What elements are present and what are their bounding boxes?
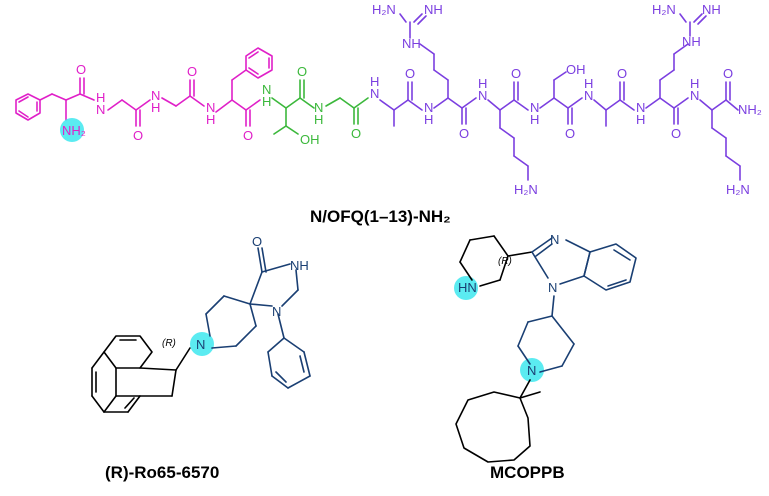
residue-phe1 [15,93,81,121]
ro65-stereo-label: (R) [162,338,176,349]
ro65-piperidine-n: N [196,337,205,352]
ala7-amide-n: N [370,86,379,101]
peptide-structure: NH₂ O N H O N H O [15,2,762,226]
arg12-guanidine-h2n: H₂N [652,2,676,17]
arg8-amide-n: N [424,100,433,115]
peptide-caption: N/OFQ(1–13)-NH₂ [310,207,451,226]
ala11-amide-h: H [584,76,593,91]
gly3-carbonyl-o: O [187,64,197,79]
ro65-n-highlight [190,332,214,356]
arg8-guanidine-h2n: H₂N [372,2,396,17]
arg12-amide-n: N [636,100,645,115]
ala11-carbonyl-o: O [617,66,627,81]
ro65-carbonyl-o: O [252,234,262,249]
ser10-amide-h: H [530,112,539,127]
mcoppb-piperidinyl-n: N [527,363,536,378]
arg8-guanidine-nh: NH [402,36,421,51]
thr5-hydroxyl: OH [300,132,320,147]
phe1-amide-n: N [96,102,105,117]
phe4-amide-h: H [206,112,215,127]
residue-phe4 [215,47,273,127]
arg8-carbonyl-o: O [459,126,469,141]
n-terminal-amine-label: NH₂ [62,123,86,138]
amine-highlight [60,118,84,142]
residue-gly2-gly3 [107,79,205,127]
residue-thr5 [271,79,369,135]
ala7-amide-h: H [370,74,379,89]
ser10-amide-n: N [530,100,539,115]
mcoppb-benzimidazole-n3: N [550,232,559,247]
ser10-hydroxyl: OH [566,62,586,77]
lys9-amide-n: N [478,88,487,103]
ala11-amide-n: N [584,88,593,103]
acenaphthene-group [91,335,191,413]
arg12-carbonyl-o: O [671,126,681,141]
gly6-carbonyl-o: O [351,126,361,141]
ser10-carbonyl-o: O [565,126,575,141]
gly6-amide-h: H [314,112,323,127]
mcoppb-n-highlight [520,358,544,382]
lys13-amine: H₂N [726,182,750,197]
arg12-guanidine-imine: NH [702,2,721,17]
mcoppb-caption: MCOPPB [490,463,565,482]
phe1-amide-h: H [96,90,105,105]
ro65-spiro-core [205,247,311,389]
mcoppb-benzimidazole [531,237,637,291]
ro65-imidazolidinone-nh: NH [290,258,309,273]
mcoppb-piperidine [459,235,533,287]
arg8-guanidine-imine: NH [424,2,443,17]
arg12-amide-h: H [636,112,645,127]
lys13-amide-h: H [690,76,699,91]
gly6-amide-n: N [314,100,323,115]
gly2-amide-h: H [151,100,160,115]
c-terminal-amide: NH₂ [738,102,762,117]
lys9-carbonyl-o: O [511,66,521,81]
arg12-guanidine-nh: NH [682,34,701,49]
lys9-amide-h: H [478,76,487,91]
thr5-amide-n: N [262,82,271,97]
lys13-amide-n: N [690,88,699,103]
phe4-amide-n: N [206,100,215,115]
mcoppb-structure: (R) HN N N N MCOP [454,232,637,482]
gly2-amide-n: N [151,88,160,103]
ala7-carbonyl-o: O [405,66,415,81]
mcoppb-piperidinyl [517,295,575,373]
ro65-imidazolidinone-n: N [272,304,281,319]
ro65-6570-structure: (R) N O NH [91,234,311,482]
thr5-carbonyl-o: O [297,64,307,79]
mcoppb-nh-highlight [454,276,478,300]
gly2-carbonyl-o: O [133,128,143,143]
thr5-amide-h: H [262,94,271,109]
phe4-carbonyl-o: O [243,128,253,143]
residues-ala7-to-lys13 [379,13,741,181]
arg8-amide-h: H [424,112,433,127]
lys13-carbonyl-o: O [723,66,733,81]
mcoppb-stereo-label: (R) [498,256,512,267]
phe1-carbonyl-o: O [76,62,86,77]
lys9-amine: H₂N [514,182,538,197]
mcoppb-piperidine-hn: HN [458,280,477,295]
mcoppb-cyclooctyl [455,379,541,463]
ro65-caption: (R)-Ro65-6570 [105,463,219,482]
mcoppb-benzimidazole-n1: N [548,280,557,295]
